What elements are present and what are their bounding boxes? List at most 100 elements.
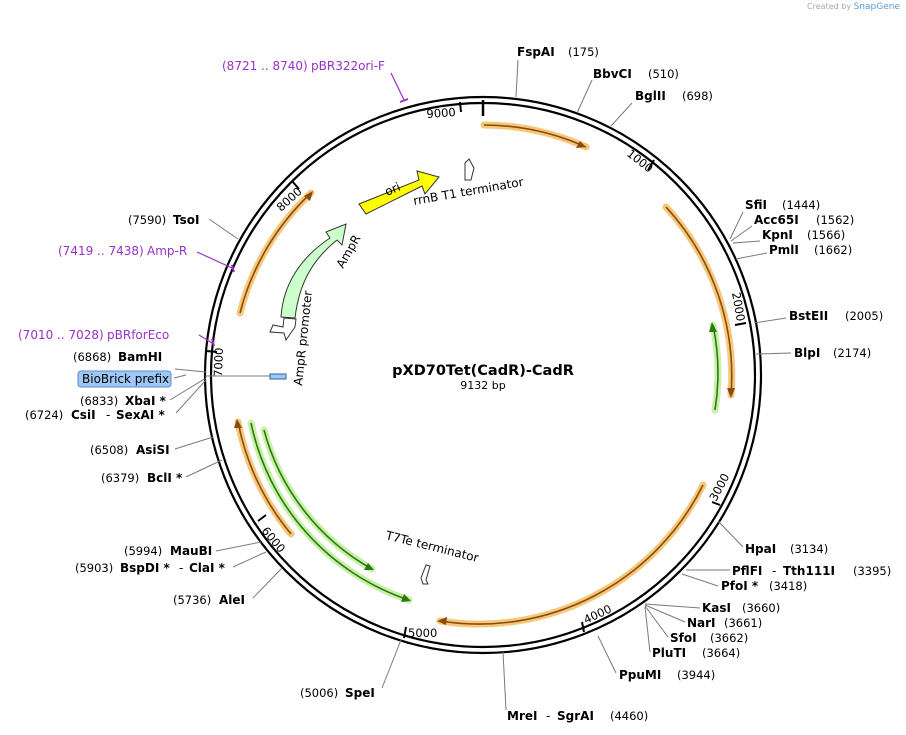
- leader-maubi: [215, 541, 262, 552]
- orf-arcs: [234, 121, 736, 628]
- leader-csii: [175, 379, 207, 414]
- primer-labels: (8721 .. 8740) pBR322ori-F (7419 .. 7438…: [18, 59, 385, 342]
- orf-arc-3-head: [437, 617, 447, 625]
- enzyme-ppumi: PpuMI: [619, 668, 661, 682]
- leader-pmli: [735, 252, 768, 260]
- plasmid-length: 9132 bp: [460, 379, 505, 392]
- leader-asisi: [174, 436, 214, 450]
- biobrick-prefix-badge: [77, 370, 172, 388]
- orf-arc-5-head: [304, 191, 313, 201]
- primer-pbrforeco-range: (7010 .. 7028): [18, 328, 104, 342]
- biobrick-feature-box: [269, 373, 287, 380]
- enzyme-blpi: BlpI: [794, 346, 820, 360]
- enzyme-pflfi-pos: (3395): [853, 564, 891, 578]
- enzyme-maubi: MauBI: [170, 544, 212, 558]
- enzyme-tsoi: TsoI: [173, 213, 199, 227]
- enzyme-nari: NarI: [687, 616, 716, 630]
- green-arc-2: [263, 429, 373, 570]
- snapgene-watermark: Created by SnapGene: [807, 2, 900, 12]
- enzyme-kasi: KasI: [702, 601, 731, 615]
- enzyme-pfoi: PfoI *: [721, 579, 759, 593]
- primer-leader-lines: [196, 72, 409, 347]
- tick-label-3000: 3000: [706, 471, 732, 503]
- leader-alei: [252, 567, 283, 599]
- enzyme-spei-pos: (5006): [300, 686, 338, 700]
- watermark-prefix: Created by: [807, 2, 852, 11]
- leader-sfoi: [644, 605, 669, 638]
- biobrick-prefix-label: BioBrick prefix: [82, 372, 169, 386]
- tick-label-2000: 2000: [729, 291, 748, 322]
- enzyme-kasi-pos: (3660): [742, 601, 780, 615]
- enzyme-sfoi-pos: (3662): [710, 631, 748, 645]
- tick-9000: [459, 101, 462, 113]
- leader-hpai: [717, 520, 744, 548]
- orf-arc-4-head: [234, 419, 242, 428]
- enzyme-maubi-pos: (5994): [124, 544, 162, 558]
- tick-6000: [257, 514, 267, 522]
- leader-pfoi: [681, 573, 719, 587]
- tick-7000: [205, 350, 218, 353]
- enzyme-hpai-pos: (3134): [790, 542, 828, 556]
- enzyme-fspai-pos: (175): [568, 45, 599, 59]
- leader-fspai: [515, 59, 519, 98]
- enzyme-tth111i: Tth111I: [783, 564, 835, 578]
- leader-bsteii: [753, 317, 787, 324]
- leader-bbvci: [576, 79, 593, 114]
- enzyme-pflfi-dash: -: [772, 564, 776, 578]
- primer-pbr322ori-f-range: (8721 .. 8740): [222, 59, 308, 73]
- green-arc-3-head: [401, 594, 411, 602]
- enzyme-bglii-pos: (698): [682, 89, 713, 103]
- enzyme-blpi-pos: (2174): [833, 346, 871, 360]
- enzyme-asisi: AsiSI: [136, 443, 170, 457]
- mark-amp-r: [231, 264, 235, 273]
- primer-pbr322ori-f: pBR322ori-F: [311, 59, 385, 73]
- leader-pbr322ori-f: [390, 72, 405, 101]
- enzyme-leader-lines: [169, 59, 792, 711]
- tick-2000: [734, 322, 747, 326]
- orf-arc-2-head: [727, 388, 735, 398]
- leader-mrei: [502, 651, 507, 711]
- orf-arc-5: [239, 192, 312, 314]
- leader-xbai: [169, 377, 207, 401]
- leader-bspdi: [232, 551, 267, 568]
- backbone-outer: [203, 95, 763, 655]
- leader-blpi: [755, 352, 792, 355]
- enzyme-xbai-pos: (6833): [80, 394, 118, 408]
- ampr-promoter-arrow: [269, 317, 297, 342]
- enzyme-pluti-pos: (3664): [702, 646, 740, 660]
- enzyme-bamhi-pos: (6868): [73, 350, 111, 364]
- enzyme-mrei-dash: -: [546, 709, 550, 723]
- enzyme-tsoi-pos: (7590): [128, 213, 166, 227]
- leader-amp-r: [196, 251, 233, 269]
- enzyme-sfii-pos: (1444): [782, 198, 820, 212]
- green-feature-arcs: [247, 321, 722, 604]
- orf-arc-3-glow: [436, 481, 707, 628]
- enzyme-csii: CsiI: [71, 408, 96, 422]
- enzyme-mrei: MreI: [507, 709, 537, 723]
- enzyme-hpai: HpaI: [745, 542, 776, 556]
- enzyme-bspdi-dash: -: [179, 561, 183, 575]
- enzyme-bcli: BclI *: [147, 471, 183, 485]
- leader-bglii: [610, 102, 633, 127]
- leader-bcli: [185, 459, 223, 478]
- enzyme-bsteii-pos: (2005): [845, 309, 883, 323]
- enzyme-nari-pos: (3661): [724, 616, 762, 630]
- t7te-terminator-arrow: [420, 564, 431, 585]
- tick-label-1000: 1000: [624, 146, 656, 175]
- leader-bamhi: [174, 368, 207, 373]
- primer-pbrforeco: pBRforEco: [107, 328, 169, 342]
- primer-amp-r-range: (7419 .. 7438): [58, 244, 144, 258]
- enzyme-bcli-pos: (6379): [101, 471, 139, 485]
- mark-pbrforeco: [211, 338, 215, 347]
- tick-1000: [647, 159, 655, 171]
- enzyme-sfoi: SfoI: [670, 631, 697, 645]
- primer-amp-r: Amp-R: [147, 244, 187, 258]
- ori-arrow: [358, 170, 440, 215]
- tick-5000: [403, 626, 407, 639]
- enzyme-pfoi-pos: (3418): [769, 579, 807, 593]
- enzyme-acc65i-pos: (1562): [816, 213, 854, 227]
- enzyme-bsteii: BstEII: [789, 309, 828, 323]
- enzyme-kpni: KpnI: [762, 228, 793, 242]
- enzyme-labels: FspAI (175) BbvCI (510) BglII (698) SfiI…: [25, 45, 891, 723]
